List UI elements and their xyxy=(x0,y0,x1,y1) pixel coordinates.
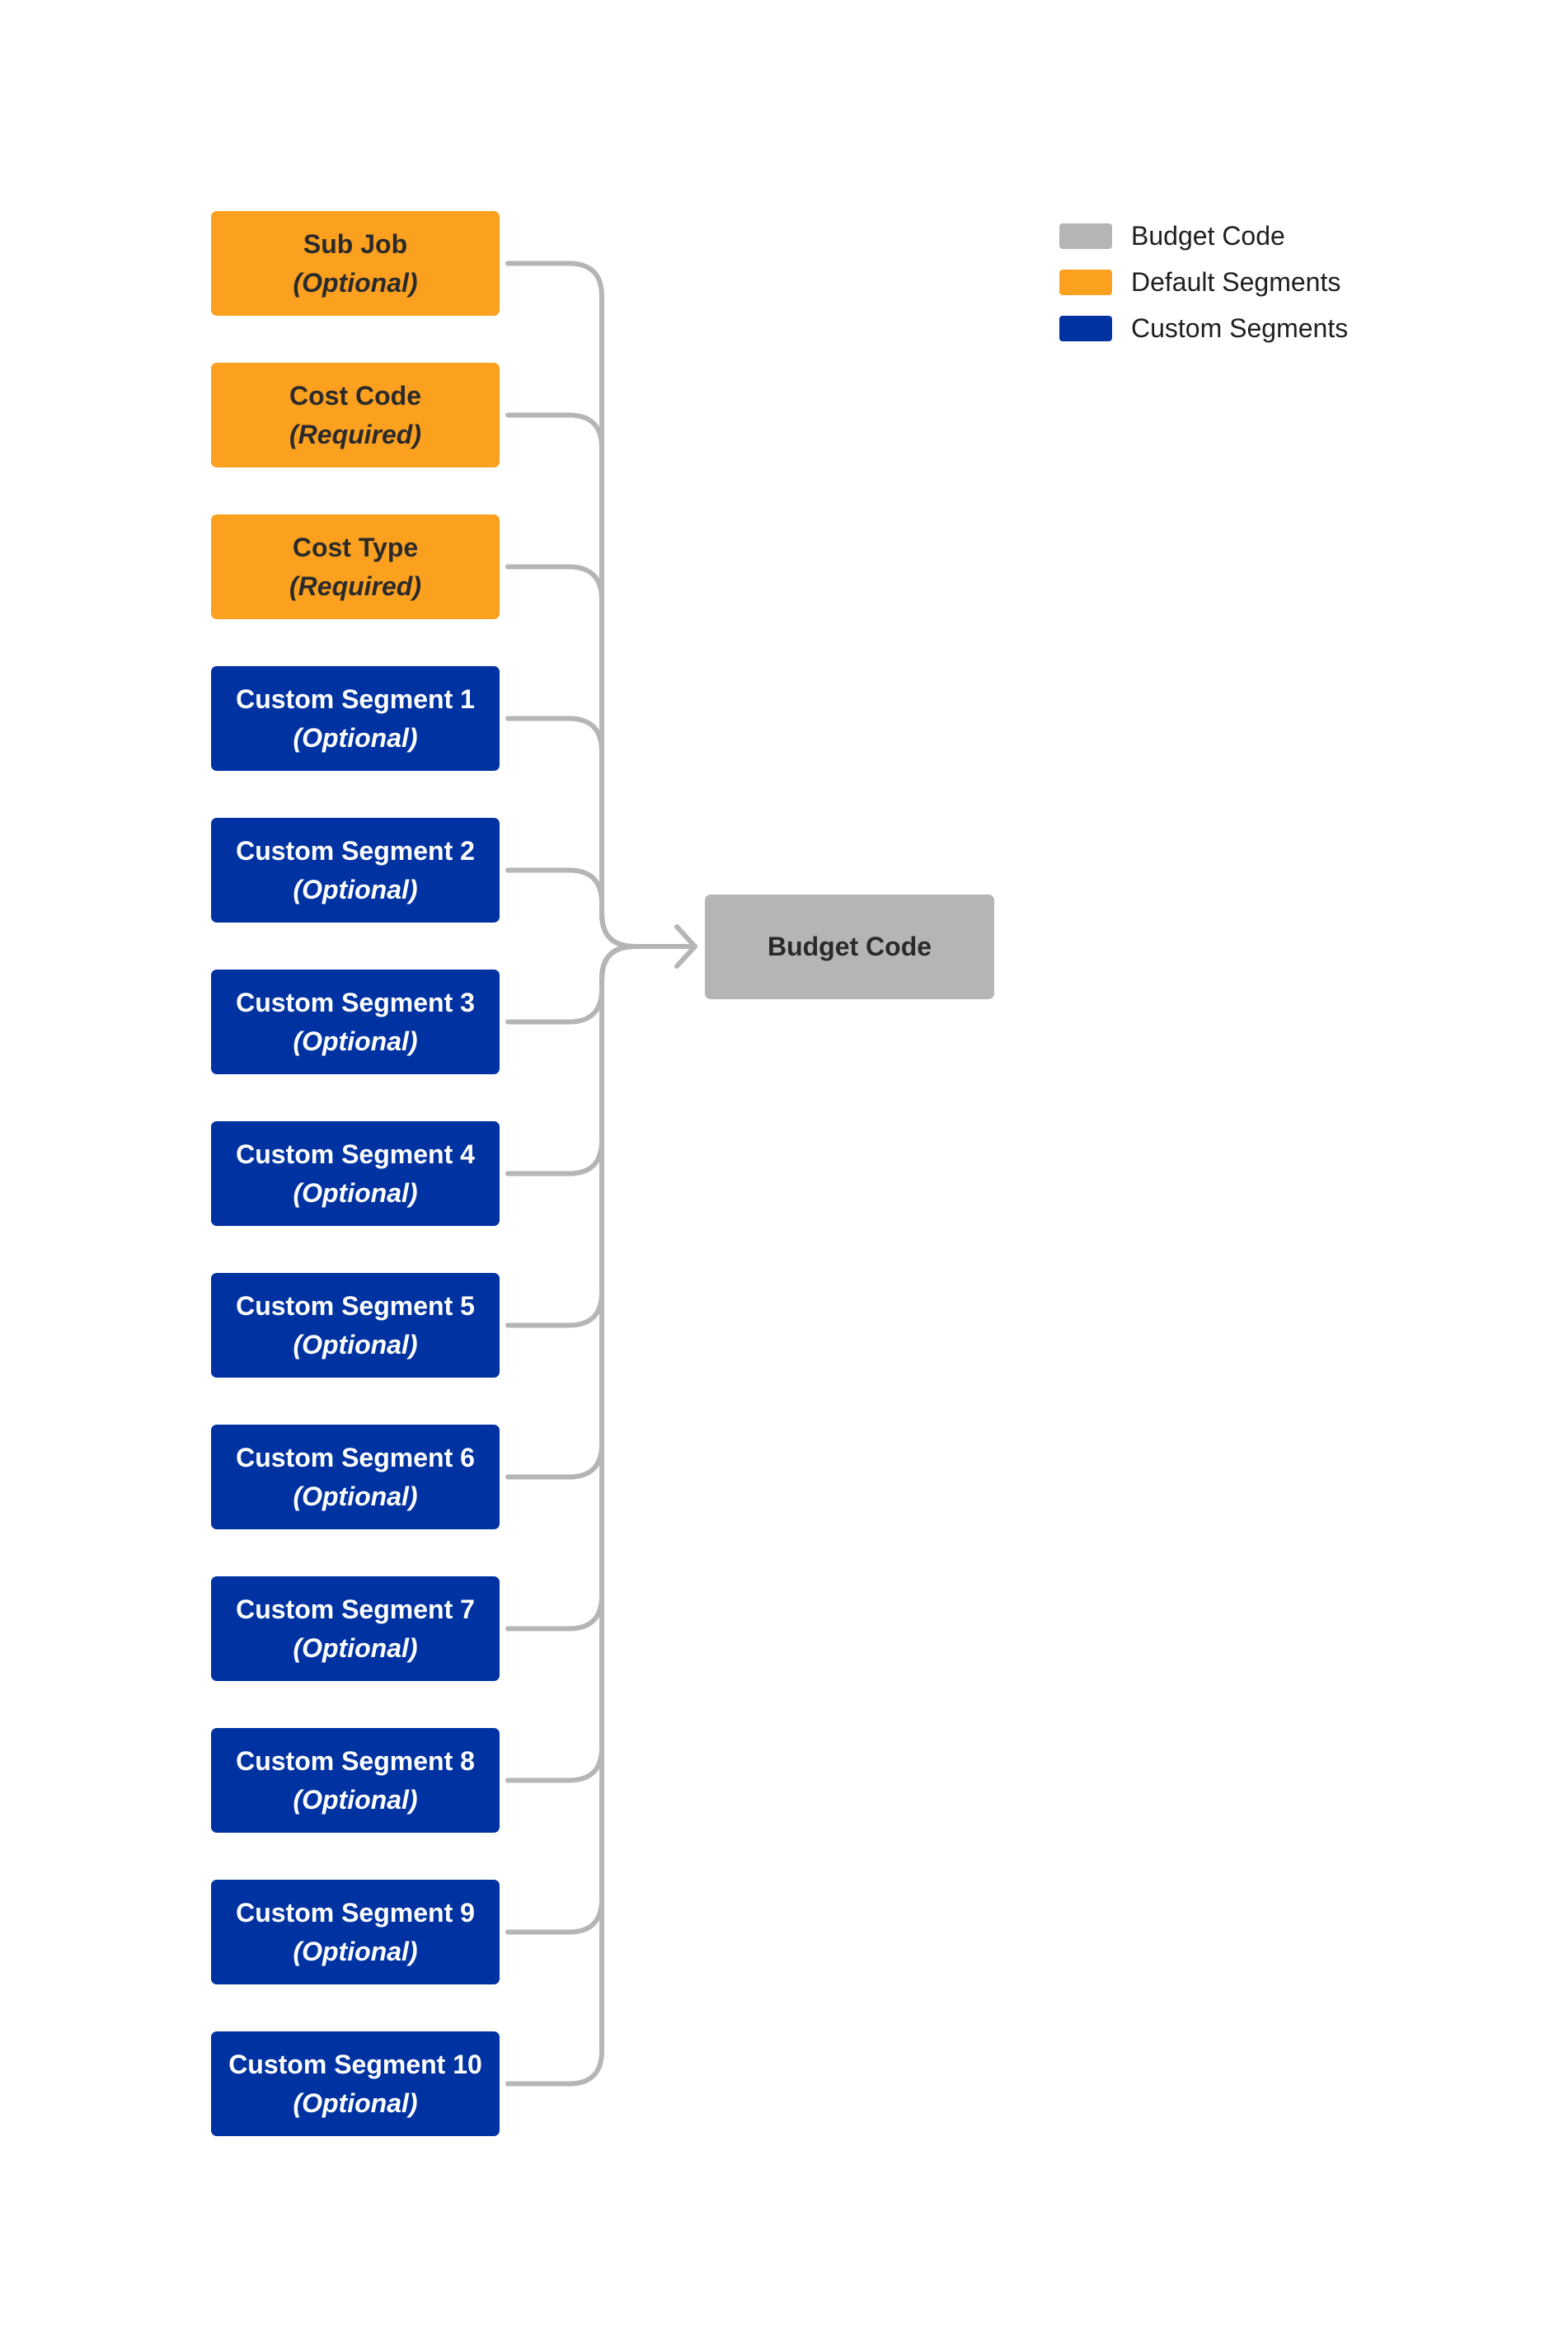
segment-note: (Required) xyxy=(289,419,421,449)
segment-custom-7: Custom Segment 7 (Optional) xyxy=(211,1576,500,1681)
segment-note: (Optional) xyxy=(293,1784,418,1815)
segment-note: (Optional) xyxy=(293,1936,418,1966)
segment-note: (Optional) xyxy=(293,1329,418,1359)
legend-item-budget-code: Budget Code xyxy=(1059,213,1406,259)
segment-custom-10: Custom Segment 10 (Optional) xyxy=(211,2031,500,2136)
legend-label: Custom Segments xyxy=(1131,312,1349,343)
segment-title: Custom Segment 6 xyxy=(236,1442,475,1472)
segment-title: Cost Code xyxy=(289,380,421,411)
legend: Budget Code Default Segments Custom Segm… xyxy=(1059,213,1406,351)
connector-line xyxy=(505,944,697,2087)
segment-title: Custom Segment 2 xyxy=(236,835,475,866)
segment-note: (Required) xyxy=(289,571,421,601)
segment-custom-6: Custom Segment 6 (Optional) xyxy=(211,1425,500,1529)
segment-cost-type: Cost Type (Required) xyxy=(211,514,500,619)
segment-title: Sub Job xyxy=(303,228,408,259)
segment-custom-1: Custom Segment 1 (Optional) xyxy=(211,666,500,771)
segment-title: Custom Segment 7 xyxy=(236,1594,475,1624)
segment-title: Custom Segment 1 xyxy=(236,683,475,714)
connector-line xyxy=(505,867,697,949)
segment-note: (Optional) xyxy=(293,1481,418,1511)
segment-custom-2: Custom Segment 2 (Optional) xyxy=(211,818,500,923)
segment-note: (Optional) xyxy=(293,1177,418,1208)
budget-code-box: Budget Code xyxy=(705,895,994,999)
segment-note: (Optional) xyxy=(293,2087,418,2118)
segment-custom-8: Custom Segment 8 (Optional) xyxy=(211,1728,500,1833)
legend-item-custom-segments: Custom Segments xyxy=(1059,305,1406,351)
segment-title: Custom Segment 8 xyxy=(236,1745,475,1776)
segment-note: (Optional) xyxy=(293,267,418,298)
segment-custom-4: Custom Segment 4 (Optional) xyxy=(211,1121,500,1226)
legend-label: Budget Code xyxy=(1131,220,1285,251)
segment-title: Custom Segment 4 xyxy=(236,1139,475,1169)
segment-title: Custom Segment 5 xyxy=(236,1290,475,1321)
segment-note: (Optional) xyxy=(293,1632,418,1663)
segment-title: Custom Segment 10 xyxy=(228,2049,482,2079)
segment-custom-3: Custom Segment 3 (Optional) xyxy=(211,970,500,1074)
segment-sub-job: Sub Job (Optional) xyxy=(211,211,500,316)
segment-custom-5: Custom Segment 5 (Optional) xyxy=(211,1273,500,1378)
arrowhead-icon xyxy=(674,924,697,969)
segment-cost-code: Cost Code (Required) xyxy=(211,363,500,467)
segment-custom-9: Custom Segment 9 (Optional) xyxy=(211,1880,500,1984)
segment-title: Custom Segment 3 xyxy=(236,987,475,1017)
segment-note: (Optional) xyxy=(293,874,418,904)
legend-item-default-segments: Default Segments xyxy=(1059,259,1406,305)
legend-swatch-budget-code xyxy=(1059,223,1112,249)
segment-note: (Optional) xyxy=(293,1026,418,1056)
budget-code-label: Budget Code xyxy=(767,932,932,961)
legend-swatch-custom-segments xyxy=(1059,315,1112,341)
segment-title: Custom Segment 9 xyxy=(236,1897,475,1928)
legend-label: Default Segments xyxy=(1131,266,1341,297)
segment-note: (Optional) xyxy=(293,722,418,753)
legend-swatch-default-segments xyxy=(1059,269,1112,295)
segment-title: Cost Type xyxy=(292,532,419,562)
